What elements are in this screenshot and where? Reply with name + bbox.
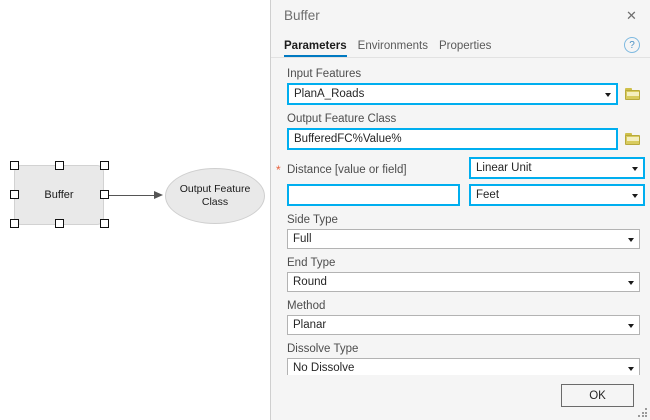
selection-handle-middle-right[interactable] (100, 190, 109, 199)
model-connector-arrow (109, 190, 165, 199)
selection-handle-middle-left[interactable] (10, 190, 19, 199)
distance-type-combobox[interactable]: Linear Unit (469, 157, 645, 179)
panel-footer: OK (271, 375, 650, 420)
end-type-label: End Type (287, 257, 336, 269)
dissolve-type-value: No Dissolve (293, 362, 355, 374)
selection-handle-bottom-right[interactable] (100, 219, 109, 228)
panel-tab-bar: Parameters Environments Properties ? (271, 30, 650, 58)
side-type-value: Full (293, 233, 312, 245)
output-feature-class-label: Output Feature Class (287, 113, 397, 125)
chevron-down-icon (628, 366, 634, 371)
input-features-value: PlanA_Roads (294, 88, 365, 100)
resize-grip-icon[interactable] (638, 408, 647, 417)
panel-titlebar: Buffer ✕ (271, 0, 650, 30)
chevron-down-icon (628, 280, 634, 285)
parameters-form: Input Features PlanA_Roads Output Featur… (271, 58, 650, 375)
input-features-label: Input Features (287, 68, 362, 80)
distance-unit-value: Feet (476, 189, 500, 201)
selection-handle-top-left[interactable] (10, 161, 19, 170)
chevron-down-icon (632, 166, 638, 171)
selection-handle-top-right[interactable] (100, 161, 109, 170)
model-node-buffer[interactable]: Buffer (14, 165, 104, 225)
page-title: Buffer (284, 7, 320, 23)
side-type-label: Side Type (287, 214, 338, 226)
selection-handle-bottom-left[interactable] (10, 219, 19, 228)
dissolve-type-label: Dissolve Type (287, 343, 359, 355)
dissolve-type-combobox[interactable]: No Dissolve (287, 358, 640, 375)
method-label: Method (287, 300, 326, 312)
model-node-output-feature-class[interactable]: Output Feature Class (165, 168, 265, 224)
help-icon[interactable]: ? (624, 37, 640, 53)
close-icon[interactable]: ✕ (626, 8, 637, 23)
distance-value-row: Feet (287, 184, 645, 206)
distance-unit-combobox[interactable]: Feet (469, 184, 645, 206)
end-type-combobox[interactable]: Round (287, 272, 640, 292)
end-type-row: Round (287, 272, 640, 292)
chevron-down-icon (628, 323, 634, 328)
tool-panel: Buffer ✕ Parameters Environments Propert… (270, 0, 650, 420)
method-value: Planar (293, 319, 327, 331)
model-canvas[interactable]: Buffer Output Feature Class (0, 0, 270, 420)
distance-label-row: * Distance [value or field] Linear Unit (276, 157, 645, 179)
output-feature-class-browse-folder-icon[interactable] (625, 132, 640, 146)
tab-environments[interactable]: Environments (357, 40, 428, 52)
model-node-output-label: Output Feature Class (179, 183, 251, 208)
tab-parameters[interactable]: Parameters (284, 40, 347, 57)
distance-type-value: Linear Unit (476, 162, 532, 174)
end-type-value: Round (293, 276, 327, 288)
distance-label: * Distance [value or field] (276, 163, 460, 177)
arrowhead-icon (154, 190, 163, 199)
input-features-row: PlanA_Roads (287, 83, 640, 105)
side-type-row: Full (287, 229, 640, 249)
side-type-combobox[interactable]: Full (287, 229, 640, 249)
connector-line (109, 194, 157, 196)
distance-label-text: Distance [value or field] (287, 164, 407, 176)
output-feature-class-row: BufferedFC%Value% (287, 128, 640, 150)
tab-properties[interactable]: Properties (438, 40, 492, 52)
distance-value-input[interactable] (287, 184, 460, 206)
chevron-down-icon (605, 92, 611, 97)
input-features-browse-folder-icon[interactable] (625, 87, 640, 101)
output-feature-class-value: BufferedFC%Value% (294, 133, 402, 145)
method-combobox[interactable]: Planar (287, 315, 640, 335)
required-asterisk-icon: * (276, 163, 281, 177)
ok-button[interactable]: OK (561, 384, 634, 407)
output-feature-class-input[interactable]: BufferedFC%Value% (287, 128, 618, 150)
chevron-down-icon (628, 237, 634, 242)
selection-handle-top-center[interactable] (55, 161, 64, 170)
model-node-buffer-label: Buffer (44, 189, 74, 201)
method-row: Planar (287, 315, 640, 335)
chevron-down-icon (632, 193, 638, 198)
dissolve-type-row: No Dissolve (287, 358, 640, 375)
input-features-combobox[interactable]: PlanA_Roads (287, 83, 618, 105)
selection-handle-bottom-center[interactable] (55, 219, 64, 228)
